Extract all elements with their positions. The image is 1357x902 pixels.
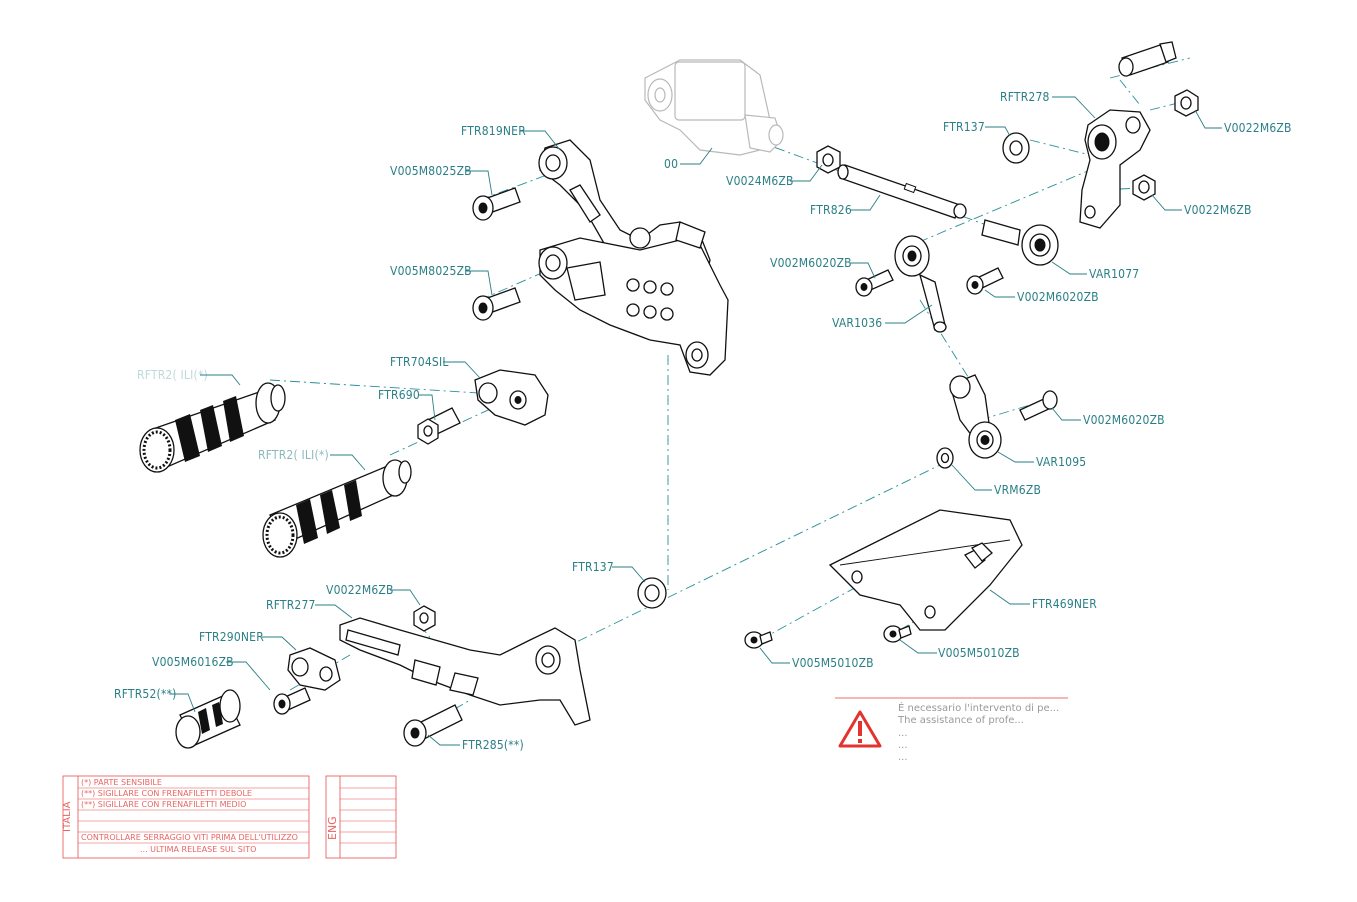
label-v005m6016zb: V005M6016ZB — [152, 655, 234, 669]
label-ftr285: FTR285(**) — [462, 738, 524, 752]
label-v002m6020zb-c: V002M6020ZB — [1083, 413, 1165, 427]
screw-v005m6016zb — [273, 687, 311, 715]
screw-v005m8025zb-a — [472, 187, 521, 221]
rod-end-var1095 — [949, 374, 1002, 459]
guard-ftr469ner — [828, 509, 1023, 631]
lever-rftr277 — [339, 617, 591, 726]
peg-rftr52 — [175, 689, 241, 749]
part-labels: FTR819NER V005M8025ZB V005M8025ZB 00 V00… — [114, 90, 1292, 752]
washer-ftr137-top — [1002, 132, 1030, 164]
label-rftr278: RFTR278 — [1000, 90, 1050, 104]
rod-end-var1036 — [894, 235, 947, 333]
table-side-label-it: ITALIA — [62, 801, 73, 832]
label-v005m8025zb-b: V005M8025ZB — [390, 264, 472, 278]
pin-top-right — [1118, 41, 1177, 77]
warning-line-1: É necessario l'intervento di pe... — [898, 701, 1059, 714]
table-side-label-en: ENG — [326, 816, 339, 840]
label-v0022m6zb-b: V0022M6ZB — [1184, 203, 1252, 217]
label-var1036: VAR1036 — [832, 316, 882, 330]
label-rftr-peg-a: RFTR2( ILI(*) — [137, 368, 208, 382]
label-var1077: VAR1077 — [1089, 267, 1139, 281]
screw-v005m5010zb-b — [883, 625, 912, 643]
warning-triangle-icon — [838, 710, 882, 748]
red-notes-table: ITALIA (*) PARTE SENSIBILE (**) SIGILLAR… — [62, 775, 397, 859]
table-row-1: (*) PARTE SENSIBILE — [81, 778, 162, 787]
label-v005m5010zb-b: V005M5010ZB — [938, 646, 1020, 660]
screw-v002m6020zb-c — [1019, 390, 1058, 421]
nut-v0022m6zb-mid — [1132, 174, 1156, 201]
label-rftr52: RFTR52(**) — [114, 687, 177, 701]
label-rftr-peg-b: RFTR2( ILI(*) — [258, 448, 329, 462]
label-ftr826: FTR826 — [810, 203, 852, 217]
label-ftr137-mid: FTR137 — [572, 560, 614, 574]
screw-v002m6020zb-b — [966, 267, 1004, 295]
label-v0024m6zb: V0024M6ZB — [726, 174, 794, 188]
label-ftr704sil: FTR704SIL — [390, 355, 449, 369]
label-vrm6zb: VRM6ZB — [994, 483, 1041, 497]
table-row-6: ... ULTIMA RELEASE SUL SITO — [140, 845, 256, 854]
label-var1095: VAR1095 — [1036, 455, 1086, 469]
warning-line-2: The assistance of profe... — [897, 715, 1024, 726]
bracket-ftr704sil — [474, 369, 549, 426]
footpeg-b — [262, 459, 412, 558]
screw-v005m8025zb-b — [472, 287, 521, 321]
screw-v005m5010zb-a — [744, 631, 773, 649]
screw-v002m6020zb-a — [855, 269, 894, 297]
nut-v0022m6zb-top — [1174, 89, 1199, 117]
bolt-ftr690 — [417, 407, 461, 445]
label-v002m6020zb-a: V002M6020ZB — [770, 256, 852, 270]
rod-ftr826 — [837, 164, 967, 219]
label-ftr469ner: FTR469NER — [1032, 597, 1097, 611]
label-00: 00 — [664, 157, 678, 171]
nut-v0022m6zb-low — [413, 605, 436, 632]
table-row-3: (**) SIGILLARE CON FRENAFILETTI MEDIO — [81, 800, 246, 809]
screw-ftr285 — [403, 704, 463, 747]
peg-mount-ftr290ner — [287, 647, 341, 691]
label-ftr690: FTR690 — [378, 388, 420, 402]
rod-end-var1077 — [981, 219, 1059, 266]
label-v005m5010zb-a: V005M5010ZB — [792, 656, 874, 670]
label-v005m8025zb-a: V005M8025ZB — [390, 164, 472, 178]
label-v0022m6zb-a: V0022M6ZB — [1224, 121, 1292, 135]
label-v002m6020zb-b: V002M6020ZB — [1017, 290, 1099, 304]
label-ftr819ner: FTR819NER — [461, 124, 526, 138]
plate-ftr819ner-lower — [538, 221, 729, 376]
label-v0022m6zb-c: V0022M6ZB — [326, 583, 394, 597]
label-ftr290ner: FTR290NER — [199, 630, 264, 644]
master-cylinder-ghost — [644, 59, 784, 156]
footpeg-a — [139, 382, 286, 473]
rftr278-bracket — [1079, 109, 1151, 229]
warning-line-5: ... — [898, 752, 908, 763]
table-row-5: CONTROLLARE SERRAGGIO VITI PRIMA DELL'UT… — [81, 833, 298, 842]
washer-ftr137-mid — [637, 577, 667, 609]
label-rftr277: RFTR277 — [266, 598, 316, 612]
washer-vrm6zb — [936, 447, 954, 469]
label-ftr137-top: FTR137 — [943, 120, 985, 134]
leader-lines — [170, 96, 1222, 746]
warning-line-3: ... — [898, 728, 908, 739]
warning-line-4: ... — [898, 740, 908, 751]
warning-notice: É necessario l'intervento di pe... The a… — [835, 697, 1068, 763]
table-row-2: (**) SIGILLARE CON FRENAFILETTI DEBOLE — [81, 789, 252, 798]
nut-v0024m6zb — [816, 145, 841, 174]
